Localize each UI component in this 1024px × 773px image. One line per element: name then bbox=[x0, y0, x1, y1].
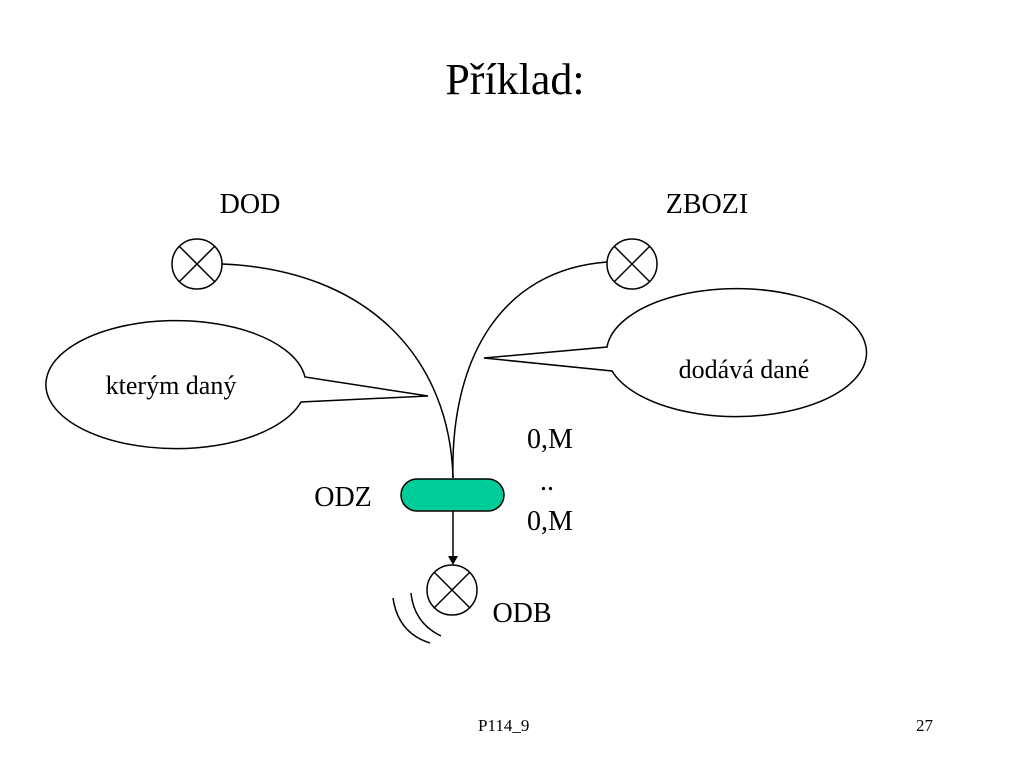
left-callout-text: kterým daný bbox=[106, 371, 237, 400]
cardinality-middle: .. bbox=[540, 466, 554, 497]
signal-arcs-icon bbox=[392, 592, 442, 644]
left-callout bbox=[45, 319, 429, 450]
right-callout-text: dodává dané bbox=[679, 355, 810, 384]
slide-title: Příklad: bbox=[445, 55, 584, 104]
dod-to-odz-line bbox=[221, 263, 454, 479]
cardinality-top: 0,M bbox=[527, 424, 573, 455]
odb-label: ODB bbox=[492, 598, 551, 629]
odz-relationship-bar bbox=[400, 478, 505, 512]
dod-label: DOD bbox=[220, 189, 281, 220]
zbozi-entity-icon bbox=[606, 238, 658, 290]
cardinality-bottom: 0,M bbox=[527, 506, 573, 537]
zbozi-to-odz-line bbox=[452, 261, 608, 479]
right-callout bbox=[483, 287, 868, 418]
odb-entity-icon bbox=[426, 564, 478, 616]
footer-center-text: P114_9 bbox=[478, 716, 530, 735]
arrowhead-icon bbox=[448, 556, 458, 565]
odz-label: ODZ bbox=[314, 482, 372, 513]
page-number: 27 bbox=[916, 716, 933, 735]
zbozi-label: ZBOZI bbox=[666, 189, 748, 220]
dod-entity-icon bbox=[171, 238, 223, 290]
